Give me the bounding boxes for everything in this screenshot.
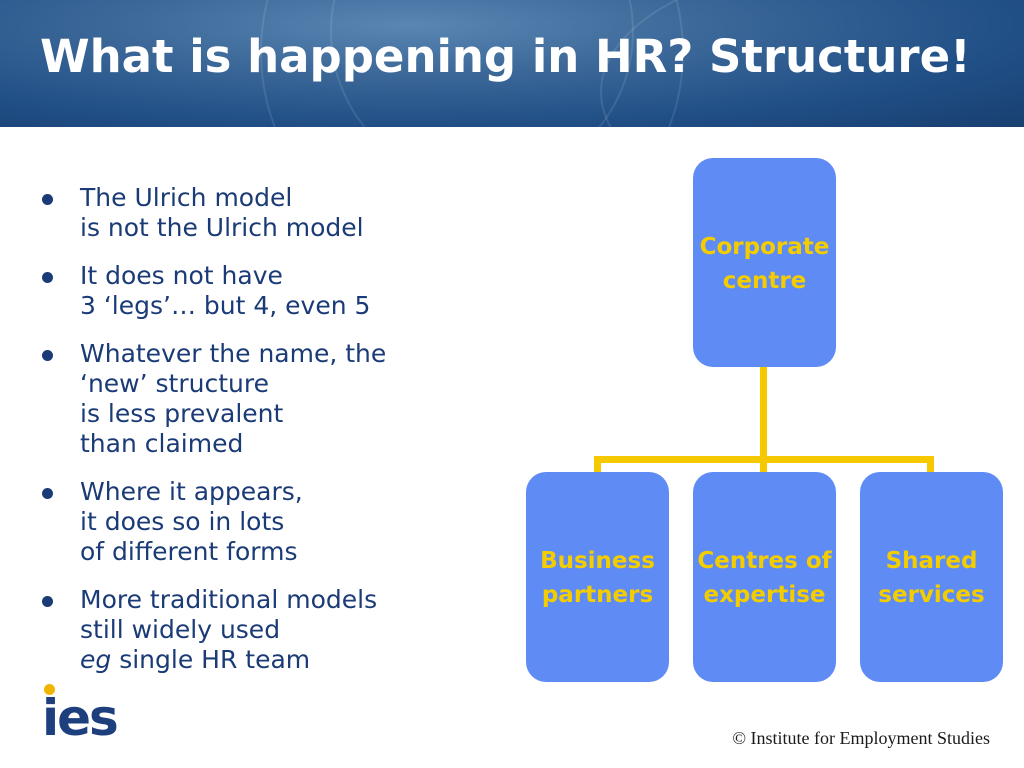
bullet-line: it does so in lots <box>80 507 285 536</box>
connector-vertical-root <box>760 365 767 461</box>
ies-logo: ies <box>40 682 130 746</box>
bullet-dot-icon <box>42 272 53 283</box>
bullet-line: More traditional models <box>80 585 378 614</box>
bullet-line: The Ulrich model <box>80 183 293 212</box>
italic-abbrev: eg <box>80 645 112 674</box>
slide-title: What is happening in HR? Structure! <box>40 30 971 83</box>
connector-drop-right <box>927 456 934 474</box>
org-box-label: Centres of <box>697 548 832 574</box>
bullet-line: still widely used <box>80 615 281 644</box>
connector-drop-left <box>594 456 601 474</box>
bullet-line: is less prevalent <box>80 399 284 428</box>
bullet-line-rest: single HR team <box>111 645 311 674</box>
bullet-dot-icon <box>42 488 53 499</box>
org-box-label: partners <box>541 582 654 608</box>
bullet-dot-icon <box>42 596 53 607</box>
slide-header: What is happening in HR? Structure! <box>0 0 1024 127</box>
org-box-business-partners: Business partners <box>526 472 669 682</box>
org-box-label: Corporate <box>699 234 830 260</box>
org-box-label: Shared <box>885 548 978 574</box>
bullet-line: Where it appears, <box>80 477 303 506</box>
org-box-label: Business <box>540 548 655 574</box>
bullet-list: The Ulrich model is not the Ulrich model… <box>36 183 476 693</box>
org-box-label: centre <box>722 268 807 294</box>
bullet-line: eg single HR team <box>80 645 476 675</box>
bullet-line: than claimed <box>80 429 244 458</box>
bullet-item: Whatever the name, the ‘new’ structure i… <box>36 339 476 459</box>
bullet-dot-icon <box>42 194 53 205</box>
bullet-item: More traditional models still widely use… <box>36 585 476 675</box>
bullet-line: 3 ‘legs’… but 4, even 5 <box>80 291 371 320</box>
connector-drop-middle <box>760 456 767 474</box>
bullet-line: ‘new’ structure <box>80 369 269 398</box>
logo-text: ies <box>42 689 119 747</box>
footer-copyright: © Institute for Employment Studies <box>732 728 990 748</box>
logo-dot-icon <box>44 684 55 695</box>
bullet-line: is not the Ulrich model <box>80 213 364 242</box>
bullet-item: Where it appears, it does so in lots of … <box>36 477 476 567</box>
org-box-corporate-centre: Corporate centre <box>693 158 836 367</box>
bullet-item: It does not have 3 ‘legs’… but 4, even 5 <box>36 261 476 321</box>
bullet-line: of different forms <box>80 537 298 566</box>
org-box-centres-of-expertise: Centres of expertise <box>693 472 836 682</box>
bullet-line: It does not have <box>80 261 283 290</box>
org-box-label: services <box>878 582 985 608</box>
org-box-shared-services: Shared services <box>860 472 1003 682</box>
bullet-dot-icon <box>42 350 53 361</box>
bullet-item: The Ulrich model is not the Ulrich model <box>36 183 476 243</box>
bullet-line: Whatever the name, the <box>80 339 387 368</box>
org-box-label: expertise <box>703 582 826 608</box>
